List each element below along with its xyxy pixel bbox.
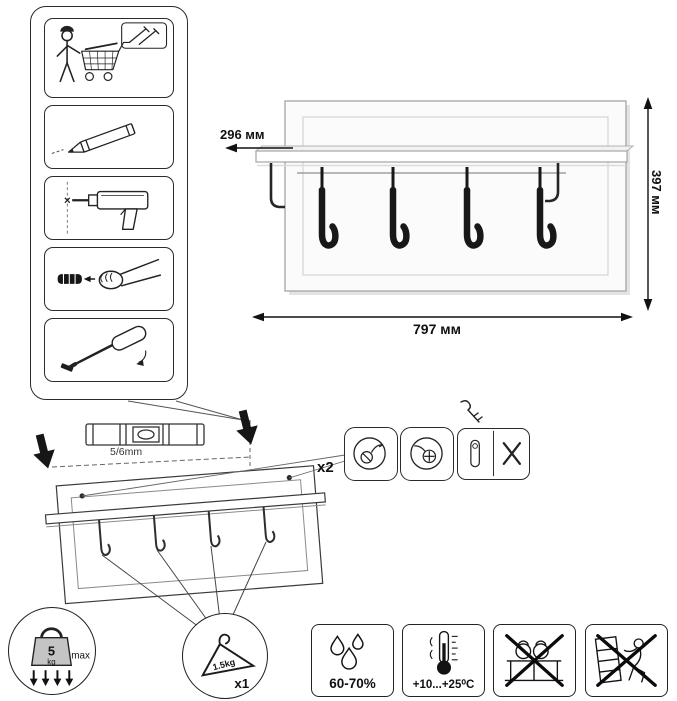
tool-step-mark <box>44 105 174 169</box>
tool-step-plug <box>44 247 174 311</box>
leader-line <box>175 400 244 421</box>
down-arrow-icon <box>236 409 258 445</box>
keyhole-plate-and-cross <box>470 430 521 477</box>
key-icon <box>460 400 483 423</box>
back-panel <box>284 100 627 292</box>
install-rack-outline <box>44 465 326 605</box>
hook-icon <box>536 186 557 249</box>
crossed-out-icon <box>596 634 657 687</box>
drill-size-label: 5/6mm <box>110 446 143 458</box>
weight-icon: 5 kg max <box>30 627 90 666</box>
crossed-out-icon <box>505 634 564 687</box>
hanger-connector <box>156 549 211 625</box>
width-dimension-label: 797 мм <box>413 321 461 337</box>
detail-connector <box>288 460 346 479</box>
no-tipping-icon <box>594 634 657 687</box>
hook-icon <box>463 186 484 249</box>
keyhole-plate-icon <box>470 439 480 468</box>
depth-dimension-label: 296 мм <box>220 127 265 142</box>
crossed-out-icon <box>502 442 521 465</box>
fastener-detail-box-anchor <box>344 427 398 481</box>
hook-icon <box>318 186 339 249</box>
height-dimension-label: 397 мм <box>649 170 664 215</box>
drill-icon <box>64 181 149 235</box>
thermometer-icon <box>429 630 458 675</box>
screw-head-icon <box>410 437 443 470</box>
max-load-art: 5 kg max <box>29 627 90 687</box>
hooks <box>318 167 557 249</box>
marking-line <box>51 456 251 468</box>
screwdriver-icon <box>60 325 147 372</box>
tools-panel <box>30 6 188 400</box>
down-arrow-icon <box>33 433 55 469</box>
temperature-limit-box: +10...+25⁰C <box>402 624 485 697</box>
wall-plug-icon <box>57 258 162 290</box>
hanger-art: 1.5kg x1 <box>200 633 256 691</box>
install-diagram <box>33 400 346 631</box>
max-weight-unit: kg <box>47 657 55 666</box>
screws-icon <box>128 26 160 45</box>
no-heavy-load-icon <box>504 634 564 687</box>
tool-step-screw <box>44 318 174 382</box>
fastener-detail-box-screw <box>400 427 454 481</box>
humidity-limit-box: 60-70% <box>311 624 394 697</box>
hanger-connector <box>101 554 204 631</box>
no-tipping-box <box>585 624 668 697</box>
tool-step-drill <box>44 176 174 240</box>
tool-step-purchase <box>44 18 174 98</box>
detail-connector <box>81 454 346 497</box>
person-shopping-cart-icon <box>56 22 168 83</box>
hanger-load-badge: 1.5kg x1 <box>182 613 268 699</box>
down-arrows-icon <box>29 670 74 687</box>
panel-frame <box>302 116 609 276</box>
no-heavy-load-box <box>493 624 576 697</box>
max-load-badge: 5 kg max <box>8 607 96 695</box>
hook-icon <box>389 186 410 249</box>
temperature-label: +10...+25⁰C <box>412 679 475 691</box>
keyhole-plate-box <box>457 428 530 480</box>
hanger-count-label: x1 <box>234 676 249 691</box>
fastener-count-label: x2 <box>317 459 334 476</box>
shelf-front <box>255 150 628 163</box>
leader-line <box>127 400 244 421</box>
right-bracket <box>545 163 560 203</box>
spirit-level-icon <box>85 423 205 446</box>
humidity-label: 60-70% <box>329 676 376 691</box>
max-label: max <box>71 650 90 661</box>
shelf-top <box>254 145 635 152</box>
hanger-icon <box>200 633 256 677</box>
left-bracket <box>269 163 285 209</box>
max-weight-value: 5 <box>48 643 55 658</box>
hanger-connector <box>210 545 221 621</box>
hanger-connector <box>231 541 267 618</box>
dimension-arrows <box>225 97 653 322</box>
anchor-head-icon <box>353 437 386 470</box>
pencil-marking-icon <box>51 123 136 154</box>
humidity-drops-icon <box>330 633 364 670</box>
product-rack <box>254 100 635 295</box>
